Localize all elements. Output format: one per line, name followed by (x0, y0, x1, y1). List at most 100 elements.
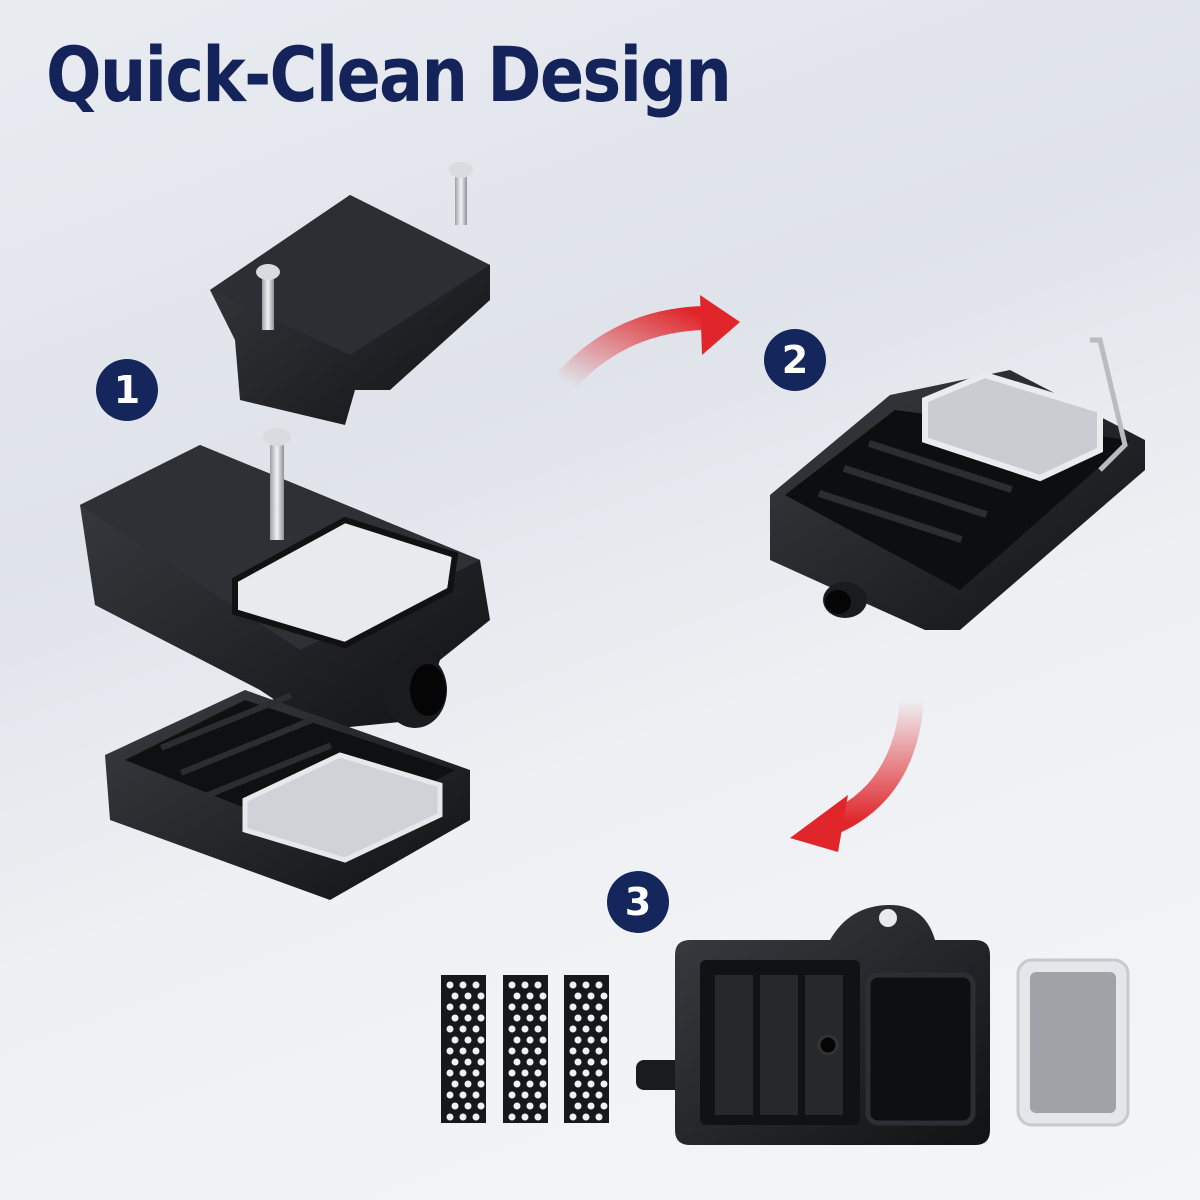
gasket-hole (600, 1036, 608, 1044)
gasket-hole (521, 1047, 529, 1055)
gasket-hole (539, 1036, 547, 1044)
gasket-hole (582, 1047, 590, 1055)
gasket-hole (508, 981, 516, 989)
gasket-hole (521, 1003, 529, 1011)
gasket-hole (464, 992, 472, 1000)
gasket-hole (521, 1069, 529, 1077)
gasket-hole (587, 1014, 595, 1022)
gasket-hole (508, 1047, 516, 1055)
gasket-hole (539, 1014, 547, 1022)
gasket-hole (459, 1003, 467, 1011)
gasket-hole (582, 1113, 590, 1121)
gasket-hole (574, 992, 582, 1000)
gasket-hole (526, 1102, 534, 1110)
gasket-hole (569, 1047, 577, 1055)
gasket-hole (595, 1047, 603, 1055)
gasket-hole (446, 1113, 454, 1121)
gasket-hole (574, 1102, 582, 1110)
filter-screen-part (1016, 958, 1130, 1127)
gasket-hole (534, 1069, 542, 1077)
gasket-hole (582, 981, 590, 989)
gasket-hole (534, 1113, 542, 1121)
gasket-hole (446, 981, 454, 989)
gasket-hole (464, 1014, 472, 1022)
gasket-hole (526, 992, 534, 1000)
gasket-hole (513, 1014, 521, 1022)
gasket-hole (582, 1003, 590, 1011)
gasket-hole (526, 1014, 534, 1022)
gasket-hole (459, 1113, 467, 1121)
step-badge-1: 1 (96, 359, 158, 421)
gasket-hole (472, 981, 480, 989)
gasket-hole (477, 1102, 485, 1110)
gasket-hole (446, 1069, 454, 1077)
gasket-hole (472, 1003, 480, 1011)
gasket-hole (521, 1091, 529, 1099)
gasket-hole (539, 992, 547, 1000)
gasket-hole (446, 1025, 454, 1033)
gasket-hole (587, 1036, 595, 1044)
screw-icon (270, 435, 284, 540)
gasket-hole (451, 1058, 459, 1066)
gasket-hole (539, 1058, 547, 1066)
gasket-hole (534, 1091, 542, 1099)
gasket-hole (600, 1102, 608, 1110)
gasket-hole (587, 1102, 595, 1110)
gasket-hole (451, 1014, 459, 1022)
gasket-hole (574, 1080, 582, 1088)
gasket-hole (451, 1102, 459, 1110)
gasket-hole (513, 1036, 521, 1044)
gasket-hole (508, 1025, 516, 1033)
gasket-hole (477, 1080, 485, 1088)
gasket-hole (526, 1036, 534, 1044)
gasket-hole (595, 1069, 603, 1077)
gasket-hole (464, 1036, 472, 1044)
open-base-part (636, 905, 990, 1145)
gasket-hole (464, 1080, 472, 1088)
gasket-hole (508, 1003, 516, 1011)
page-title: Quick-Clean Design (46, 30, 732, 119)
gasket-hole (600, 1080, 608, 1088)
base-part (105, 690, 470, 900)
gasket-hole (569, 1003, 577, 1011)
gasket-hole (521, 981, 529, 989)
gasket-hole (472, 1025, 480, 1033)
gasket-hole (451, 992, 459, 1000)
gasket-hole (513, 1080, 521, 1088)
gasket-hole (600, 1014, 608, 1022)
gasket-hole (582, 1091, 590, 1099)
frame-part (80, 428, 490, 730)
gasket-hole (539, 1080, 547, 1088)
gasket-hole (464, 1102, 472, 1110)
gasket-hole (446, 1091, 454, 1099)
screw-icon (262, 270, 274, 330)
gasket-hole (472, 1047, 480, 1055)
gasket-hole (569, 1091, 577, 1099)
gasket-hole (587, 1058, 595, 1066)
gasket-hole (595, 1003, 603, 1011)
gasket-hole (574, 1036, 582, 1044)
gasket-hole (534, 1003, 542, 1011)
base-with-filter-part (770, 337, 1145, 630)
gasket-hole (513, 992, 521, 1000)
gasket-hole (595, 981, 603, 989)
gasket-hole (574, 1058, 582, 1066)
gasket-hole (534, 1047, 542, 1055)
gasket-hole (526, 1080, 534, 1088)
gasket-hole (477, 1014, 485, 1022)
step-badge-3: 3 (607, 871, 669, 933)
gasket-hole (534, 1025, 542, 1033)
gasket-hole (595, 1091, 603, 1099)
lid-part (210, 162, 490, 425)
gasket-hole (508, 1091, 516, 1099)
gasket-hole (446, 1003, 454, 1011)
gasket-hole (574, 1014, 582, 1022)
gasket-hole (508, 1113, 516, 1121)
gasket-hole (459, 981, 467, 989)
gasket-hole (464, 1058, 472, 1066)
gasket-hole (534, 981, 542, 989)
gasket-hole (600, 1058, 608, 1066)
gasket-hole (472, 1069, 480, 1077)
gasket-hole (446, 1047, 454, 1055)
